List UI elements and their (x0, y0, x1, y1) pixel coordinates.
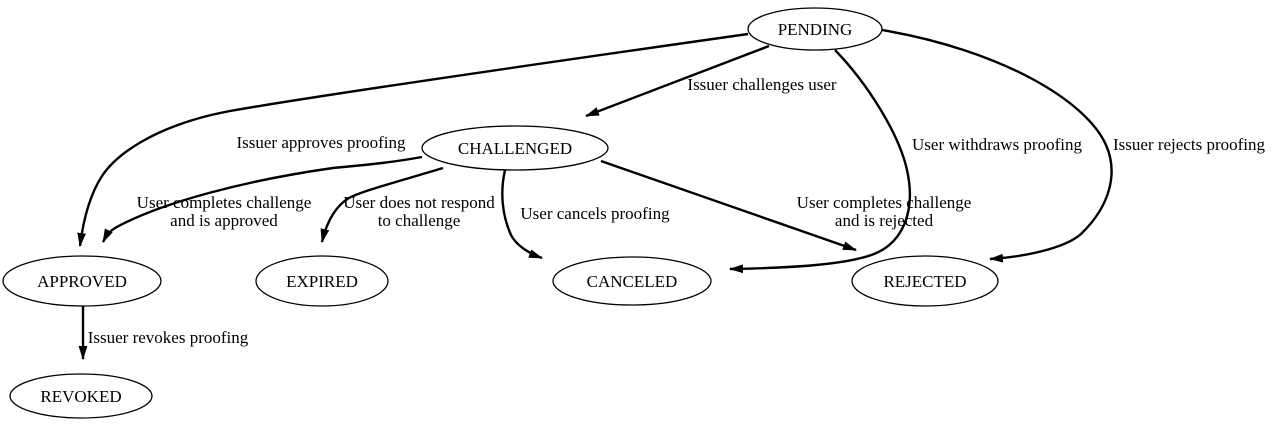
expired-ellipse (255, 255, 389, 307)
expired-label: EXPIRED (286, 272, 358, 291)
edge-challenged-to-canceled (501, 169, 543, 260)
challenged-label: CHALLENGED (458, 139, 572, 158)
state-node-pending: PENDING (747, 7, 883, 51)
edge-label-issuer-rejects-proofing: Issuer rejects proofing (1113, 135, 1266, 154)
canceled-ellipse (552, 256, 712, 306)
edge-pending-to-rejected (881, 28, 1113, 263)
edge-label-user-cancels-proofing: User cancels proofing (520, 204, 670, 223)
state-node-rejected: REJECTED (851, 255, 999, 307)
nodes-layer: PENDING CHALLENGED APPROVED EXPIRED CANC… (2, 7, 999, 419)
edge-labels-layer: Issuer challenges user Issuer approves p… (88, 75, 1266, 347)
edge-label-user-does-not-respond-line1: User does not respond (343, 193, 495, 212)
edge-label-user-does-not-respond-line2: to challenge (378, 211, 461, 230)
pending-ellipse (747, 7, 883, 51)
pending-label: PENDING (778, 20, 853, 39)
edge-label-user-completes-challenge-rejected-line1: User completes challenge (797, 193, 972, 212)
edge-label-issuer-revokes-proofing: Issuer revokes proofing (88, 328, 249, 347)
edge-label-issuer-approves-proofing: Issuer approves proofing (236, 133, 406, 152)
state-node-revoked: REVOKED (9, 373, 153, 419)
state-node-challenged: CHALLENGED (421, 125, 609, 171)
edge-challenged-to-rejected (600, 159, 857, 252)
edges-layer (77, 28, 1113, 360)
edge-label-user-completes-challenge-approved-line1: User completes challenge (137, 193, 312, 212)
edge-label-user-withdraws-proofing: User withdraws proofing (912, 135, 1082, 154)
edge-challenged-to-approved (101, 155, 423, 243)
rejected-label: REJECTED (883, 272, 966, 291)
edge-pending-to-challenged (585, 44, 770, 118)
edge-label-user-completes-challenge-approved-line2: and is approved (170, 211, 278, 230)
state-node-approved: APPROVED (2, 255, 162, 307)
edge-challenged-to-expired (320, 166, 444, 243)
revoked-ellipse (9, 373, 153, 419)
edge-label-issuer-challenges-user: Issuer challenges user (687, 75, 837, 94)
approved-ellipse (2, 255, 162, 307)
rejected-ellipse (851, 255, 999, 307)
approved-label: APPROVED (37, 272, 127, 291)
edge-pending-to-canceled (729, 49, 912, 274)
state-node-expired: EXPIRED (255, 255, 389, 307)
state-node-canceled: CANCELED (552, 256, 712, 306)
edge-pending-to-approved (77, 32, 749, 247)
canceled-label: CANCELED (587, 272, 678, 291)
challenged-ellipse (421, 125, 609, 171)
revoked-label: REVOKED (40, 387, 121, 406)
edge-label-user-completes-challenge-rejected-line2: and is rejected (835, 211, 934, 230)
